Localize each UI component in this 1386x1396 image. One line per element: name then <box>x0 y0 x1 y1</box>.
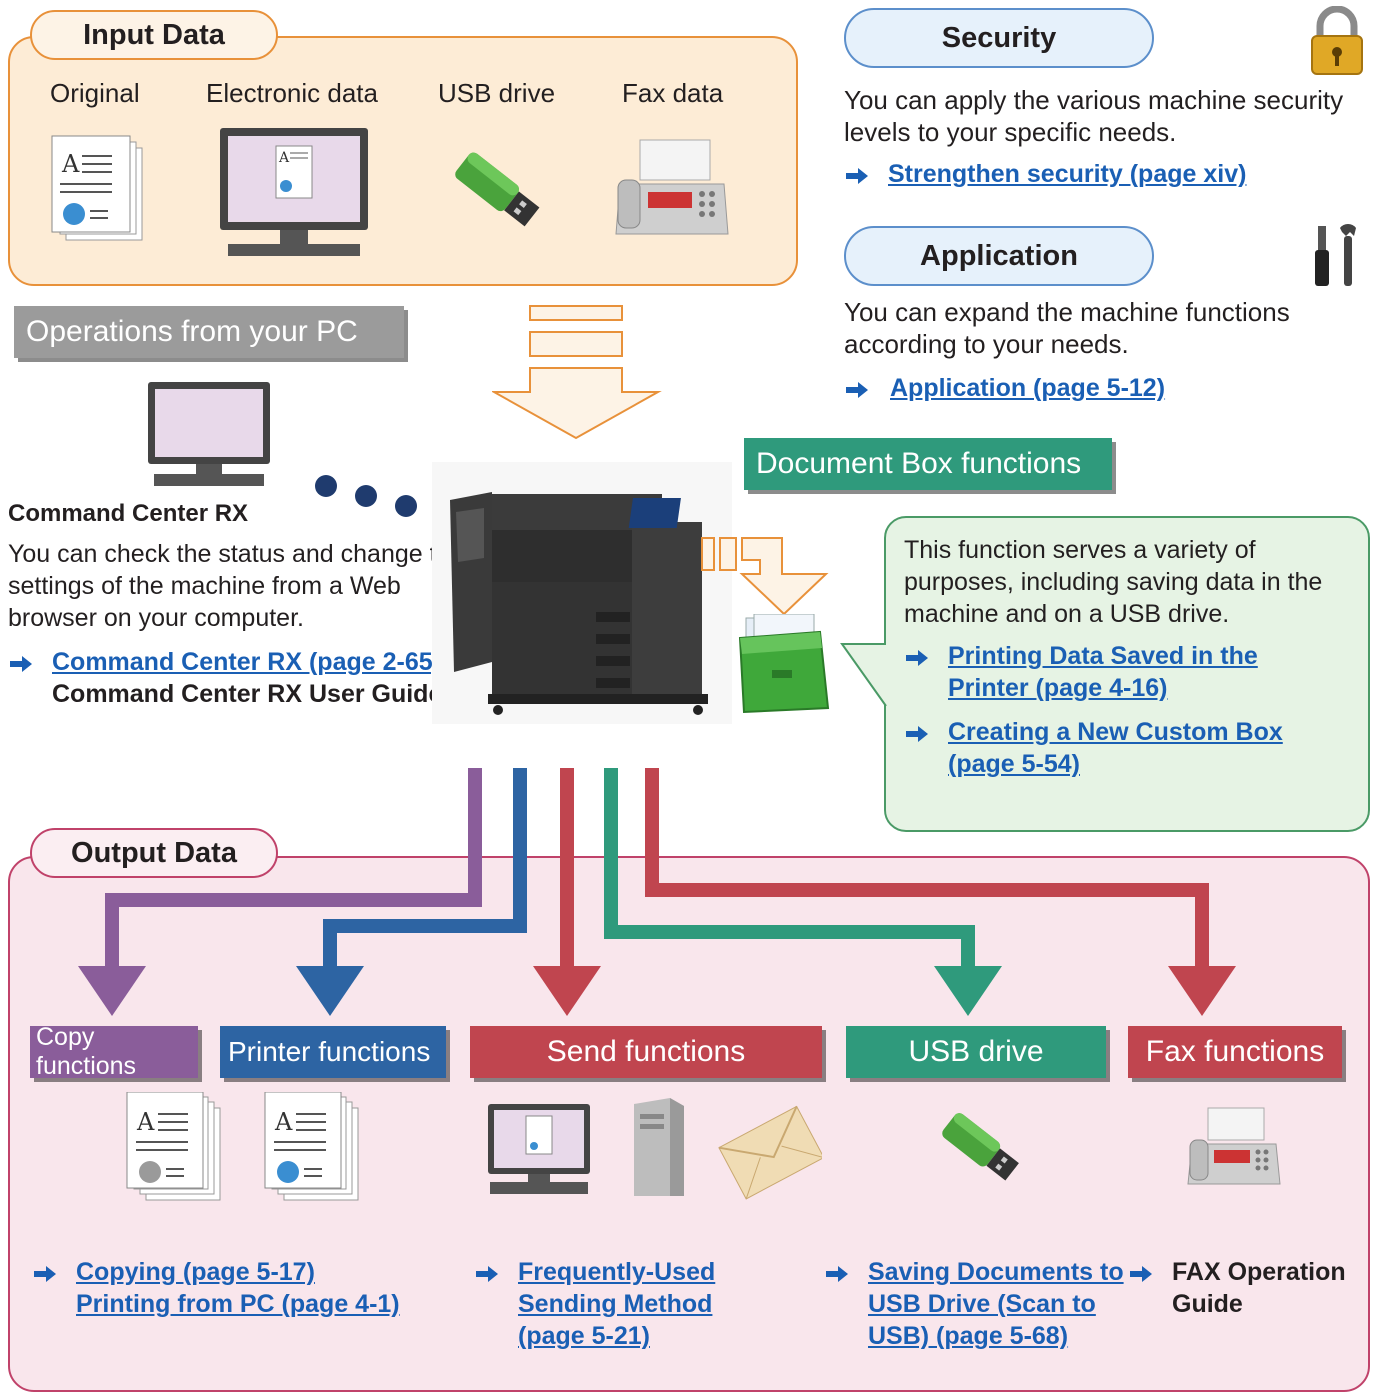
arrow-right-icon <box>34 1266 56 1282</box>
input-data-title: Input Data <box>30 10 278 60</box>
svg-text:A: A <box>274 1108 293 1136</box>
monitor-document-icon: A <box>218 126 370 258</box>
document-box-banner: Document Box functions <box>744 438 1112 490</box>
printer-functions-banner: Printer functions <box>220 1026 446 1078</box>
creating-custom-box-link[interactable]: Creating a New Custom Box (page 5-54) <box>948 718 1283 778</box>
arrow-right-icon <box>846 382 868 398</box>
print-document-stack-icon: A <box>262 1092 362 1204</box>
printing-data-saved-link[interactable]: Printing Data Saved in the Printer (page… <box>948 642 1258 702</box>
saving-documents-usb-link[interactable]: Saving Documents to USB Drive (Scan to U… <box>868 1258 1124 1350</box>
command-center-description: You can check the status and change the … <box>8 540 465 632</box>
document-stack-icon: A <box>48 134 148 244</box>
document-box-description: This function serves a variety of purpos… <box>904 536 1323 628</box>
source-original-label: Original <box>50 78 140 108</box>
svg-text:A: A <box>278 150 290 166</box>
tools-icon <box>1312 222 1360 290</box>
send-monitor-icon <box>486 1102 592 1196</box>
operations-from-pc-banner: Operations from your PC <box>14 306 404 358</box>
svg-text:A: A <box>136 1108 155 1136</box>
usb-drive-icon <box>440 138 550 238</box>
send-functions-banner: Send functions <box>470 1026 822 1078</box>
computer-monitor-icon <box>146 380 272 488</box>
application-title: Application <box>844 226 1154 286</box>
output-flow-lines <box>78 768 1236 1016</box>
arrow-right-icon <box>10 656 32 672</box>
source-electronic-label: Electronic data <box>206 78 378 108</box>
document-box-panel <box>884 516 1370 832</box>
speech-pointer <box>840 640 890 710</box>
arrow-right-icon <box>846 168 868 184</box>
copy-document-stack-icon: A <box>124 1092 224 1204</box>
output-data-panel <box>8 856 1370 1392</box>
fax-functions-banner: Fax functions <box>1128 1026 1342 1078</box>
security-description: You can apply the various machine securi… <box>844 85 1344 147</box>
command-center-heading: Command Center RX <box>8 500 249 527</box>
multifunction-printer-icon <box>432 462 732 724</box>
application-description: You can expand the machine functions acc… <box>844 297 1290 359</box>
document-box-flow-arrow-icon <box>700 530 830 616</box>
copy-functions-banner: Copy functions <box>30 1023 198 1080</box>
arrow-right-icon <box>1130 1266 1152 1282</box>
arrow-right-icon <box>476 1266 498 1282</box>
command-center-link[interactable]: Command Center RX (page 2-65) <box>52 648 441 676</box>
source-fax-label: Fax data <box>622 78 724 108</box>
input-flow-arrow-icon <box>492 304 662 440</box>
output-data-title: Output Data <box>30 828 278 878</box>
usb-drive-output-icon <box>930 1102 1030 1194</box>
fax-operation-guide: FAX Operation Guide <box>1172 1258 1346 1318</box>
strengthen-security-link[interactable]: Strengthen security (page xiv) <box>888 160 1247 188</box>
envelope-icon <box>718 1100 822 1200</box>
security-title: Security <box>844 8 1154 68</box>
frequently-used-sending-link[interactable]: Frequently-Used Sending Method (page 5-2… <box>518 1258 716 1350</box>
document-box-folder-icon <box>736 614 832 714</box>
arrow-right-icon <box>826 1266 848 1282</box>
fax-machine-icon <box>612 134 732 244</box>
svg-text:A: A <box>61 150 80 178</box>
printing-from-pc-link[interactable]: Printing from PC (page 4-1) <box>76 1290 400 1318</box>
application-link[interactable]: Application (page 5-12) <box>890 374 1166 402</box>
connection-dots-icon <box>314 474 420 518</box>
command-center-user-guide: Command Center RX User Guide <box>52 680 443 708</box>
arrow-right-icon <box>906 726 928 742</box>
padlock-icon <box>1306 6 1368 78</box>
server-tower-icon <box>626 1096 690 1200</box>
source-usb-label: USB drive <box>438 78 556 108</box>
fax-output-icon <box>1186 1104 1282 1190</box>
usb-drive-banner: USB drive <box>846 1026 1106 1078</box>
arrow-right-icon <box>906 650 928 666</box>
copying-link[interactable]: Copying (page 5-17) <box>76 1258 315 1286</box>
